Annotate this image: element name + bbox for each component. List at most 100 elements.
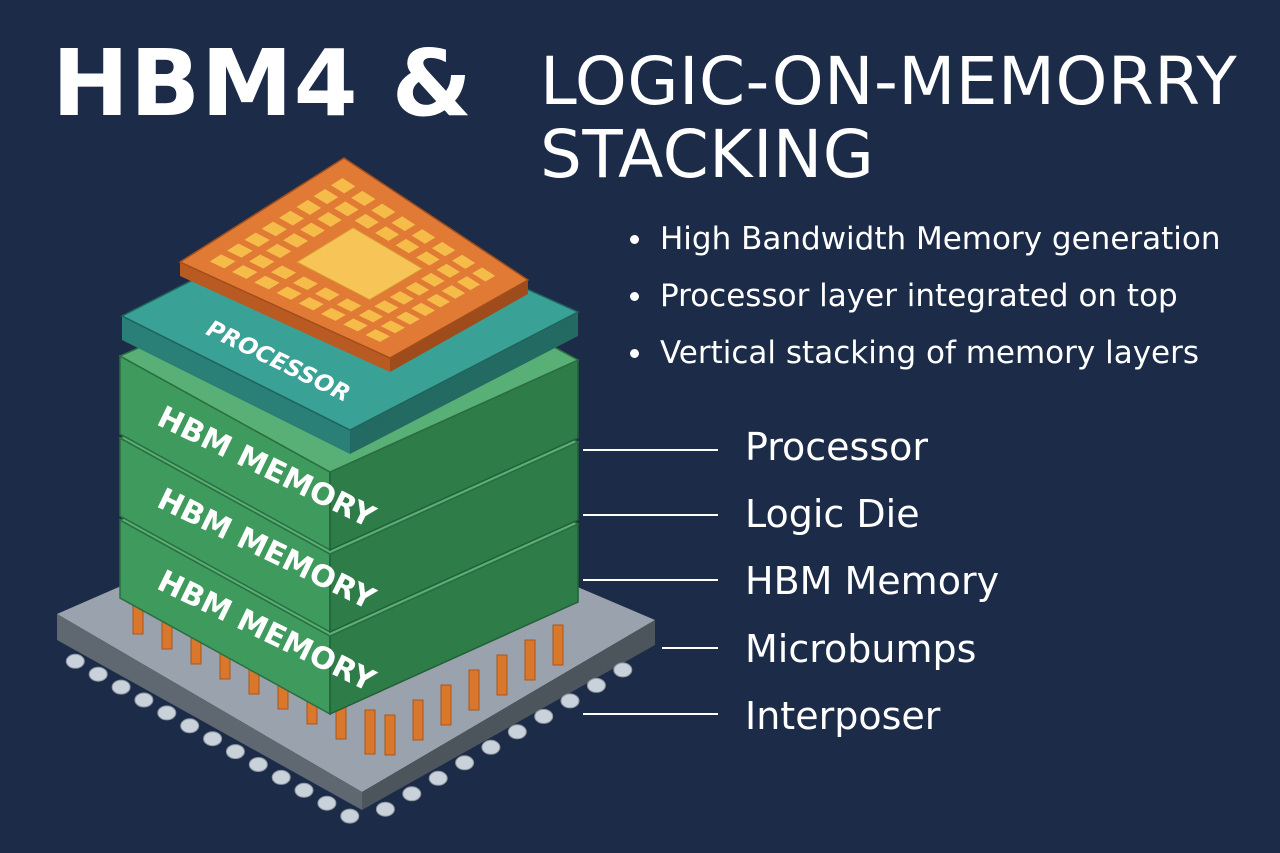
solder-ball — [225, 744, 245, 760]
bullet-item: High Bandwidth Memory generation — [628, 218, 1221, 275]
chip-pad — [441, 285, 466, 299]
solder-ball — [340, 808, 360, 824]
chip-pad — [365, 329, 390, 342]
solder-ball — [248, 757, 268, 772]
chip-pad — [436, 263, 460, 278]
callout-logic-die: Logic Die — [745, 492, 920, 536]
chip-pad — [232, 265, 258, 279]
chip-pad — [416, 251, 440, 266]
chip-pad — [279, 210, 305, 226]
solder-ball — [317, 795, 337, 811]
microbump — [384, 714, 396, 756]
microbump — [412, 699, 424, 741]
chip-pad — [270, 265, 297, 280]
chip-pad — [389, 291, 414, 305]
callout-hbm-memory: HBM Memory — [745, 559, 1000, 603]
chip-pad — [283, 233, 309, 248]
processor-layer-left-face — [122, 316, 350, 454]
chip-pad — [336, 298, 362, 312]
chip-pad — [374, 300, 399, 314]
solder-ball — [428, 770, 448, 786]
chip-pad — [276, 286, 302, 300]
chip-pad — [343, 318, 368, 332]
chip-right-face — [390, 280, 528, 372]
chip-pad — [317, 212, 342, 227]
callout-processor: Processor — [745, 425, 929, 469]
chip-pad — [249, 254, 275, 269]
chip-pad — [395, 238, 420, 254]
chip-pad — [358, 309, 384, 323]
chip-pad — [375, 226, 400, 241]
microbump — [364, 709, 376, 755]
processor-chip — [178, 157, 530, 372]
bullet-item: Vertical stacking of memory layers — [628, 332, 1221, 389]
chip-pad — [405, 282, 430, 296]
solder-ball — [481, 739, 501, 755]
chip-pad — [313, 188, 339, 205]
callout-leader-lines — [583, 449, 718, 715]
chip-pad — [320, 307, 346, 321]
chip-pad — [351, 190, 376, 206]
chip-pad — [452, 254, 476, 269]
chip-pad — [261, 221, 287, 237]
solder-ball — [88, 666, 108, 682]
chip-pad — [420, 272, 445, 287]
solder-ball — [586, 677, 606, 693]
interposer-right-face — [362, 620, 655, 810]
chip-left-face — [180, 262, 390, 372]
chip-pad — [296, 199, 322, 215]
microbump — [496, 654, 508, 696]
microbump — [524, 639, 536, 681]
solder-ball — [111, 679, 131, 695]
chip-pad — [292, 276, 318, 291]
chip-pad — [354, 213, 379, 229]
solder-ball — [560, 693, 580, 709]
microbump — [468, 669, 480, 711]
chip-pad — [298, 297, 324, 311]
solder-ball — [375, 801, 395, 817]
chip-pad — [334, 201, 359, 217]
solder-ball — [65, 653, 85, 669]
chip-pad — [314, 287, 340, 301]
chip-pad — [426, 293, 451, 308]
solder-ball — [157, 705, 177, 721]
solder-ball — [134, 692, 154, 708]
title-subtitle-line-1: LOGIC-ON-MEMORRY — [540, 43, 1238, 120]
chip-core-die — [296, 227, 424, 301]
solder-ball — [613, 662, 633, 678]
title-main: HBM4 & — [52, 30, 473, 137]
microbump — [440, 684, 452, 726]
chip-pad — [456, 276, 481, 291]
microbump — [552, 624, 564, 666]
title-subtitle-line-2: STACKING — [540, 115, 875, 193]
callout-microbumps: Microbumps — [745, 627, 977, 671]
chip-pad — [254, 275, 280, 290]
chip-pad — [371, 203, 396, 219]
callout-interposer: Interposer — [745, 694, 941, 738]
bullet-item: Processor layer integrated on top — [628, 275, 1221, 332]
chip-pad — [395, 311, 420, 325]
chip-pad — [266, 243, 292, 259]
solder-ball — [271, 769, 291, 785]
chip-pad — [411, 302, 436, 316]
interposer-left-face — [57, 614, 362, 810]
feature-bullet-list: High Bandwidth Memory generation Process… — [628, 218, 1221, 389]
chip-pad — [227, 243, 253, 258]
chip-pad — [431, 241, 456, 257]
chip-pad — [244, 232, 270, 247]
solder-ball — [203, 731, 223, 747]
solder-ball — [455, 755, 475, 771]
chip-pad — [391, 216, 416, 232]
chip-pad — [300, 222, 325, 238]
title-subtitle: LOGIC-ON-MEMORRY STACKING — [540, 43, 1238, 193]
chip-pad — [331, 178, 356, 194]
chip-pad — [411, 229, 436, 244]
chip-pad — [380, 320, 405, 334]
processor-layer-right-face — [350, 312, 578, 454]
chip-pad — [209, 254, 236, 269]
solder-ball — [180, 718, 200, 734]
solder-ball — [507, 724, 527, 740]
chip-pad — [472, 267, 496, 282]
